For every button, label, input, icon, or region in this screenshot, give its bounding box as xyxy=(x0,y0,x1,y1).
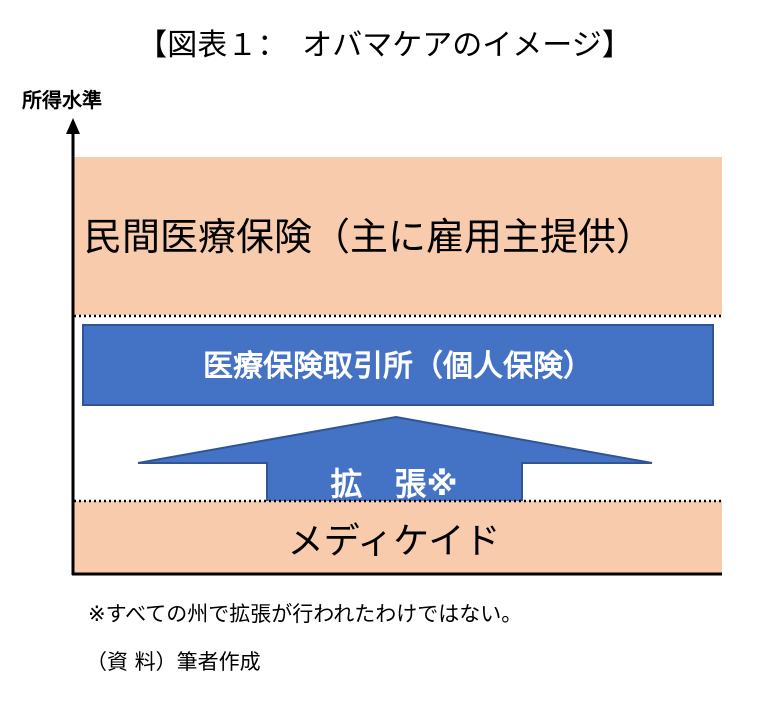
y-axis-label: 所得水準 xyxy=(22,88,102,112)
exchange-box xyxy=(82,324,714,406)
medicaid-label: メディケイド xyxy=(288,521,501,562)
source-note: （資 料）筆者作成 xyxy=(86,650,261,674)
expansion-label: 拡 張※ xyxy=(330,465,457,503)
medicaid-band xyxy=(74,501,722,574)
exchange-label: 医療保険取引所（個人保険） xyxy=(203,349,593,384)
figure-title: 【図表１： オバマケアのイメージ】 xyxy=(137,28,632,63)
y-axis-arrowhead xyxy=(66,118,80,134)
expansion-arrow xyxy=(137,415,653,508)
footnote: ※すべての州で拡張が行われたわけではない。 xyxy=(88,602,523,626)
private-insurance-band xyxy=(74,157,722,315)
private-insurance-label: 民間医療保険（主に雇用主提供） xyxy=(84,215,654,259)
